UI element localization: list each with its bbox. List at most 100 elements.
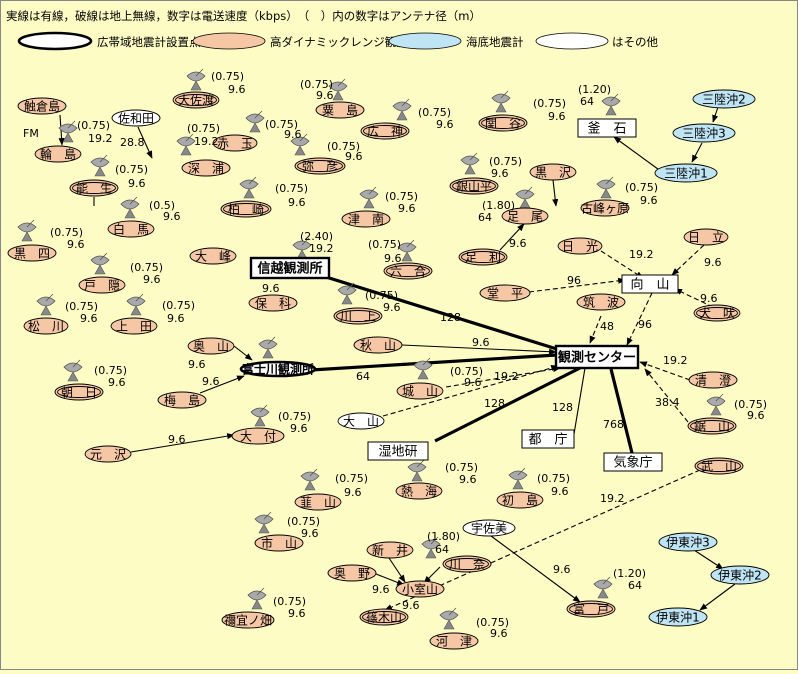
annotation-kawakami-spd: 9.6 xyxy=(383,301,401,314)
station-kashiwazaki: 柏 崎 xyxy=(220,200,272,218)
annotation-nokogiri-ant: (0.75) xyxy=(734,398,767,411)
station-tsunan: 津 南 xyxy=(341,210,391,228)
station-label: 六 合 xyxy=(390,264,426,279)
annotation-shinetsu-spd: 19.2 xyxy=(309,242,334,255)
link-line xyxy=(434,366,581,443)
annotation-akadama-spd: 9.6 xyxy=(284,128,302,141)
station-rokugo: 六 合 xyxy=(383,262,433,280)
annotation-oyama-spd: 19.2 xyxy=(494,370,519,383)
annotation-fukaura-ant: (0.75) xyxy=(187,122,220,135)
station-label: 上 田 xyxy=(116,320,152,334)
annotation-hirogami-spd: 9.6 xyxy=(436,118,454,131)
legend-highdyn-swatch xyxy=(192,32,266,50)
annotation-negi-ant: (0.75) xyxy=(273,595,306,608)
station-awakura: 触倉島 xyxy=(17,97,67,115)
station-label: 鋸 山 xyxy=(694,419,730,434)
station-label: 大 付 xyxy=(240,430,276,444)
annotation-hitachi-spd: 9.6 xyxy=(704,256,722,269)
station-kishocho: 気象庁 xyxy=(603,452,663,472)
station-kiyosumi: 清 澄 xyxy=(688,371,738,389)
station-label: 市 山 xyxy=(261,536,297,551)
station-label: 関 谷 xyxy=(485,117,521,131)
station-label: 大 峰 xyxy=(195,250,231,264)
annotation-ueda-spd: 9.6 xyxy=(167,312,185,325)
station-takeyama: 武 山 xyxy=(694,457,744,475)
annotation-nirayama-ant: (0.75) xyxy=(335,472,368,485)
annotation-matsukawa-spd: 9.6 xyxy=(80,312,98,325)
annotation-tsunan-ant: (0.75) xyxy=(385,190,418,203)
station-label: 古峰ヶ原 xyxy=(581,201,629,216)
station-label: 禰宜ノ畑 xyxy=(224,613,272,628)
annotation-ashikaga-spd: 9.6 xyxy=(509,237,527,250)
link-line xyxy=(499,223,525,251)
link-line xyxy=(310,353,558,372)
station-label: 都 庁 xyxy=(528,433,567,448)
annotation-hatsushima-ant: (0.75) xyxy=(537,472,570,485)
station-label: 深 浦 xyxy=(188,162,224,176)
station-sasakiyama: 篠木山 xyxy=(359,608,409,626)
station-label: 堂 平 xyxy=(487,287,523,301)
annotation-kamaishi-spd: 64 xyxy=(580,95,594,108)
station-shiroyama: 城 山 xyxy=(396,382,444,400)
station-label: 筑 波 xyxy=(583,295,619,310)
station-label: 白 馬 xyxy=(113,222,149,237)
station-asahi: 朝 日 xyxy=(54,383,104,401)
link-line xyxy=(490,535,581,603)
annotation-takeyama-link: 19.2 xyxy=(600,492,625,505)
annotation-hirogami-ant: (0.75) xyxy=(418,106,451,119)
annotation-otsuki-spd: 9.6 xyxy=(290,422,308,435)
annotation-usami-spd: 9.6 xyxy=(553,563,571,576)
station-label: 向 山 xyxy=(630,277,669,293)
link-line xyxy=(691,142,703,163)
station-kuroyon: 黒 四 xyxy=(7,244,57,262)
station-ito3: 伊東沖3 xyxy=(658,532,718,552)
station-akadama: 赤 玉 xyxy=(212,134,258,152)
link-line xyxy=(423,566,441,584)
station-wajima: 輪 島 xyxy=(34,145,82,163)
annotation-wajima-spd: 19.2 xyxy=(88,132,113,145)
link-line xyxy=(626,292,653,346)
station-label: 広 神 xyxy=(367,125,403,139)
annotation-wajima-ant: (0.75) xyxy=(77,119,110,132)
station-sekiya: 関 谷 xyxy=(478,114,528,132)
annotation-rokugo-spd: 9.6 xyxy=(384,252,402,265)
link-line xyxy=(552,179,559,207)
annotation-ueda-ant: (0.75) xyxy=(162,299,195,312)
station-akiyama: 秋 山 xyxy=(353,336,403,354)
station-label: 気象庁 xyxy=(613,455,652,471)
annotation-nou-ant: (0.75) xyxy=(115,163,148,176)
station-label: 川 上 xyxy=(340,310,376,324)
annotation-kishocho-link: 768 xyxy=(603,418,624,431)
annotation-umejima-spd: 9.6 xyxy=(202,375,220,388)
link-line xyxy=(699,583,736,611)
station-label: 柏 崎 xyxy=(228,202,264,217)
station-sado: 大佐渡 xyxy=(172,91,220,109)
station-label: 保 科 xyxy=(255,297,291,311)
annotation-otsuki-ant: (0.75) xyxy=(278,410,311,423)
annotation-togakushi-spd: 9.6 xyxy=(143,273,161,286)
annotation-hoshina-spd: 9.6 xyxy=(262,282,280,295)
annotation-yahiko-ant: (0.75) xyxy=(327,140,360,153)
annotation-komuro-ant: (1.80) xyxy=(427,530,460,543)
link-line xyxy=(674,288,714,308)
annotation-negi-spd: 9.6 xyxy=(288,607,306,620)
link-line xyxy=(382,364,559,417)
legend-other: はその他 xyxy=(612,35,658,49)
annotation-hatsushima-spd: 9.6 xyxy=(551,485,569,498)
link-line xyxy=(693,549,724,570)
annotation-kashiwazaki-spd: 9.6 xyxy=(288,196,306,209)
annotation-yahiko-spd: 9.6 xyxy=(345,150,363,163)
link-line xyxy=(589,315,602,344)
station-label: 三陸沖1 xyxy=(664,167,708,181)
station-label: 富 戸 xyxy=(573,602,609,617)
station-label: 信越観測所 xyxy=(257,261,322,277)
annotation-inubo-spd: 9.6 xyxy=(700,292,718,305)
station-label: 日 光 xyxy=(562,240,598,254)
annotation-sasaki-spd: 9.6 xyxy=(402,599,420,612)
station-label: 奥 山 xyxy=(193,340,229,354)
station-oyama: 大 山 xyxy=(337,412,385,430)
annotation-nokogiri-link: 38.4 xyxy=(655,396,680,409)
annotation-atami-spd: 9.6 xyxy=(459,473,477,486)
